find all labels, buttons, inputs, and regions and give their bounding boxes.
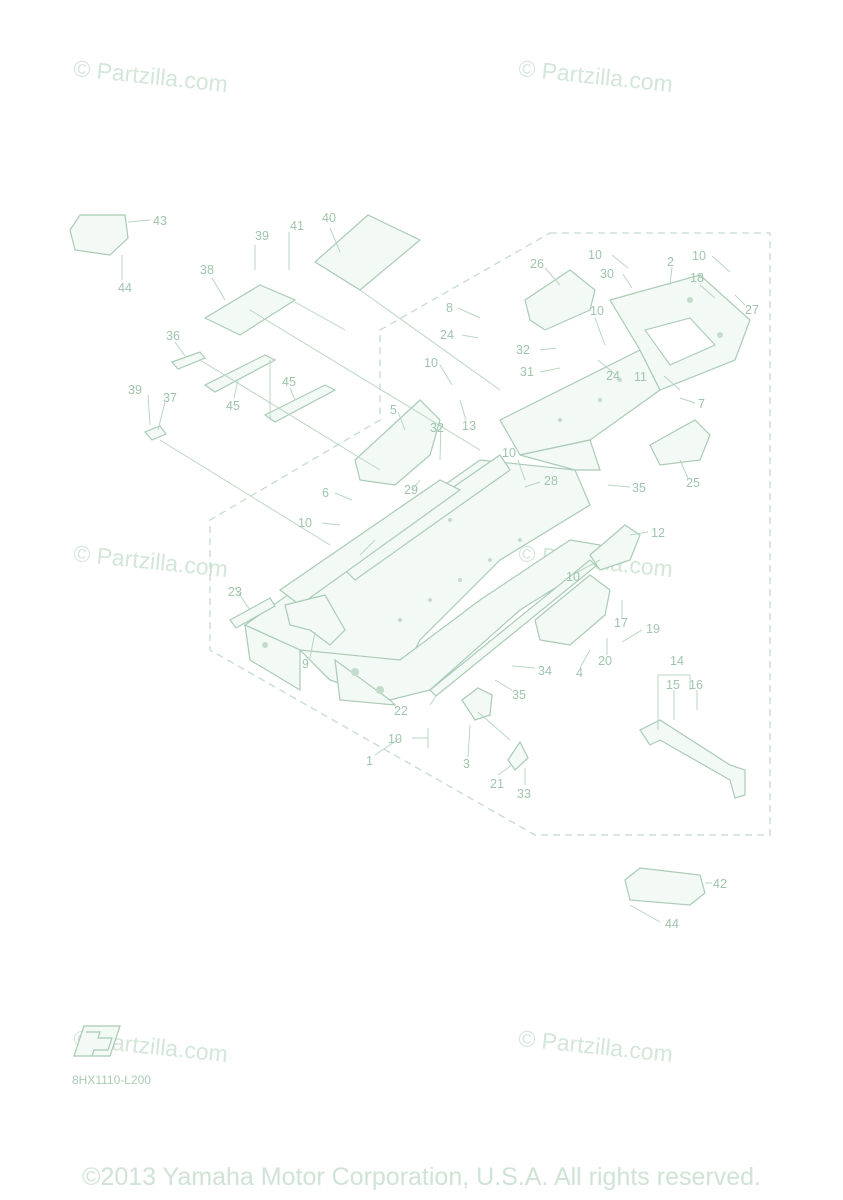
label-29: 29 <box>404 483 418 497</box>
label-44: 44 <box>118 281 132 295</box>
label-28: 28 <box>544 474 558 488</box>
label-10: 10 <box>388 732 402 746</box>
label-11: 11 <box>634 370 647 384</box>
label-6: 6 <box>322 486 329 500</box>
part-45-plate-a <box>203 354 277 393</box>
label-24: 24 <box>440 328 454 342</box>
label-22: 22 <box>394 704 408 718</box>
part-25-bracket <box>649 419 711 466</box>
label-21: 21 <box>490 777 504 791</box>
part-12-bracket <box>589 524 641 571</box>
label-32: 32 <box>430 421 444 435</box>
label-10: 10 <box>424 356 438 370</box>
part-14-bumper <box>639 719 746 799</box>
part-9-bracket <box>284 594 346 646</box>
label-10: 10 <box>588 248 602 262</box>
label-10: 10 <box>502 446 516 460</box>
forward-arrow-icon <box>73 1025 121 1057</box>
part-21-plate <box>507 740 529 771</box>
label-12: 12 <box>651 526 665 540</box>
label-8: 8 <box>446 301 453 315</box>
label-44: 44 <box>665 917 679 931</box>
frame-assembly <box>243 274 751 706</box>
copyright-notice: ©2013 Yamaha Motor Corporation, U.S.A. A… <box>82 1163 761 1191</box>
label-17: 17 <box>614 616 628 630</box>
label-10: 10 <box>590 304 604 318</box>
label-32: 32 <box>516 343 530 357</box>
label-1: 1 <box>366 754 373 768</box>
label-2: 2 <box>667 255 674 269</box>
label-31: 31 <box>520 365 534 379</box>
part-42-step <box>624 867 706 906</box>
label-40: 40 <box>322 211 336 225</box>
label-19: 19 <box>646 622 660 636</box>
leader-lines <box>121 219 746 923</box>
label-4: 4 <box>576 666 583 680</box>
part-23-bracket <box>229 597 276 629</box>
part-37-bracket <box>143 425 167 441</box>
label-33: 33 <box>517 787 531 801</box>
label-43: 43 <box>153 214 167 228</box>
diagram-code: 8HX1110-L200 <box>72 1073 151 1087</box>
part-4-bracket <box>534 574 611 646</box>
label-27: 27 <box>745 303 759 317</box>
label-25: 25 <box>686 476 700 490</box>
label-20: 20 <box>598 654 612 668</box>
label-3: 3 <box>463 757 470 771</box>
part-36-rod <box>170 351 206 370</box>
label-10: 10 <box>566 570 580 584</box>
label-24: 24 <box>606 369 620 383</box>
label-41: 41 <box>290 219 304 233</box>
label-18: 18 <box>690 271 704 285</box>
label-26: 26 <box>530 257 544 271</box>
part-22-rail <box>429 559 597 697</box>
label-45: 45 <box>226 399 240 413</box>
label-38: 38 <box>200 263 214 277</box>
label-42: 42 <box>713 877 727 891</box>
part-26-plate <box>524 269 596 331</box>
label-9: 9 <box>302 657 309 671</box>
label-10: 10 <box>298 516 312 530</box>
label-35: 35 <box>632 481 646 495</box>
part-number-labels: 43 44 39 41 40 38 36 39 37 45 45 10 10 1… <box>118 211 759 931</box>
part-3-bracket <box>461 687 493 721</box>
label-15: 15 <box>666 678 680 692</box>
label-30: 30 <box>600 267 614 281</box>
label-16: 16 <box>689 678 703 692</box>
assembly-group-outline <box>209 232 771 836</box>
part-40-plate <box>314 214 422 291</box>
label-5: 5 <box>390 403 397 417</box>
part-45-plate-b <box>263 384 337 423</box>
label-39: 39 <box>255 229 269 243</box>
label-34: 34 <box>538 664 552 678</box>
label-35: 35 <box>512 688 526 702</box>
label-7: 7 <box>698 397 705 411</box>
part-5-bracket <box>354 399 441 486</box>
label-45: 45 <box>282 375 296 389</box>
label-13: 13 <box>462 419 476 433</box>
label-36: 36 <box>166 329 180 343</box>
label-23: 23 <box>228 585 242 599</box>
label-10: 10 <box>692 249 706 263</box>
part-43-step <box>69 214 129 256</box>
label-14: 14 <box>670 654 684 668</box>
label-37: 37 <box>163 391 177 405</box>
label-39: 39 <box>128 383 142 397</box>
